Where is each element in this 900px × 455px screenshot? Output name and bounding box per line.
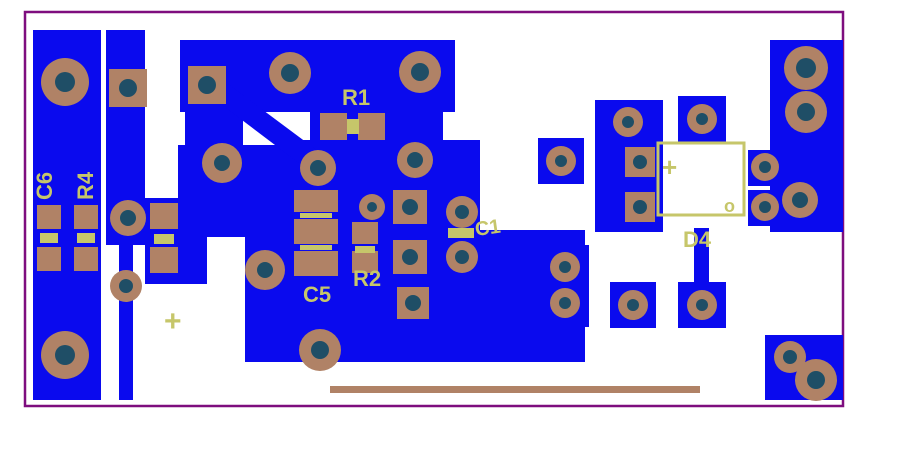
drill-hole <box>455 205 469 219</box>
smd-pad <box>150 203 178 229</box>
silkscreen-bridge <box>300 213 332 218</box>
silkscreen-bridge <box>355 246 375 253</box>
silkscreen-bridge <box>77 233 95 243</box>
copper-trace <box>205 78 330 176</box>
smd-pad <box>294 190 338 212</box>
smd-pad <box>150 247 178 273</box>
drill-hole <box>55 345 75 365</box>
drill-hole <box>696 113 708 125</box>
drill-hole <box>783 350 797 364</box>
drill-hole <box>214 155 230 171</box>
drill-hole <box>367 202 377 212</box>
drill-hole <box>119 79 137 97</box>
drill-hole <box>559 261 571 273</box>
drill-hole <box>281 64 299 82</box>
silkscreen-bridge <box>300 245 332 250</box>
drill-hole <box>405 295 421 311</box>
silkscreen-label-R4: R4 <box>73 171 98 200</box>
drill-hole <box>407 152 423 168</box>
drill-hole <box>759 201 771 213</box>
silkscreen-label-R2: R2 <box>353 266 381 291</box>
drill-hole <box>402 249 418 265</box>
silkscreen-label-R1: R1 <box>342 85 370 110</box>
drill-hole <box>311 341 329 359</box>
smd-pad <box>358 113 385 140</box>
silkscreen-label-plus-left: + <box>164 305 182 338</box>
smd-pad <box>74 205 98 229</box>
silkscreen-label-C5: C5 <box>303 282 331 307</box>
smd-pad <box>37 205 61 229</box>
copper-trace <box>694 228 709 288</box>
drill-hole <box>627 299 639 311</box>
silkscreen-bridge <box>40 233 58 243</box>
drill-hole <box>120 210 136 226</box>
drill-hole <box>55 72 75 92</box>
silkscreen-bridge <box>347 119 359 134</box>
drill-hole <box>633 200 647 214</box>
drill-hole <box>622 116 634 128</box>
drill-hole <box>402 199 418 215</box>
drill-hole <box>633 155 647 169</box>
silkscreen-label-C1: C1 <box>474 216 502 241</box>
smd-pad <box>294 251 338 276</box>
drill-hole <box>411 63 429 81</box>
copper-trace <box>119 245 133 400</box>
smd-pad <box>294 219 338 244</box>
drill-hole <box>455 250 469 264</box>
drill-hole <box>759 161 771 173</box>
drill-hole <box>696 299 708 311</box>
silkscreen-label-C6: C6 <box>32 172 57 200</box>
smd-pad <box>352 222 378 244</box>
bottom-silkscreen-line <box>330 386 700 393</box>
copper-trace <box>185 108 243 150</box>
drill-hole <box>807 371 825 389</box>
component-outline-d4 <box>656 141 746 217</box>
drill-hole <box>257 262 273 278</box>
silkscreen-label-plus-d4: + <box>662 152 677 182</box>
silkscreen-bridge <box>448 228 474 238</box>
drill-hole <box>555 155 567 167</box>
drill-hole <box>792 192 808 208</box>
drill-hole <box>559 297 571 309</box>
drill-hole <box>310 160 326 176</box>
drill-hole <box>119 279 133 293</box>
smd-pad <box>352 251 378 273</box>
silkscreen-label-D4: D4 <box>683 227 712 252</box>
smd-pad <box>37 247 61 271</box>
drill-hole <box>198 76 216 94</box>
smd-pad <box>320 113 347 140</box>
drill-hole <box>797 103 815 121</box>
silkscreen-label-polarity-o: o <box>724 196 735 216</box>
smd-pad <box>74 247 98 271</box>
silkscreen-bridge <box>154 234 174 244</box>
drill-hole <box>796 58 816 78</box>
